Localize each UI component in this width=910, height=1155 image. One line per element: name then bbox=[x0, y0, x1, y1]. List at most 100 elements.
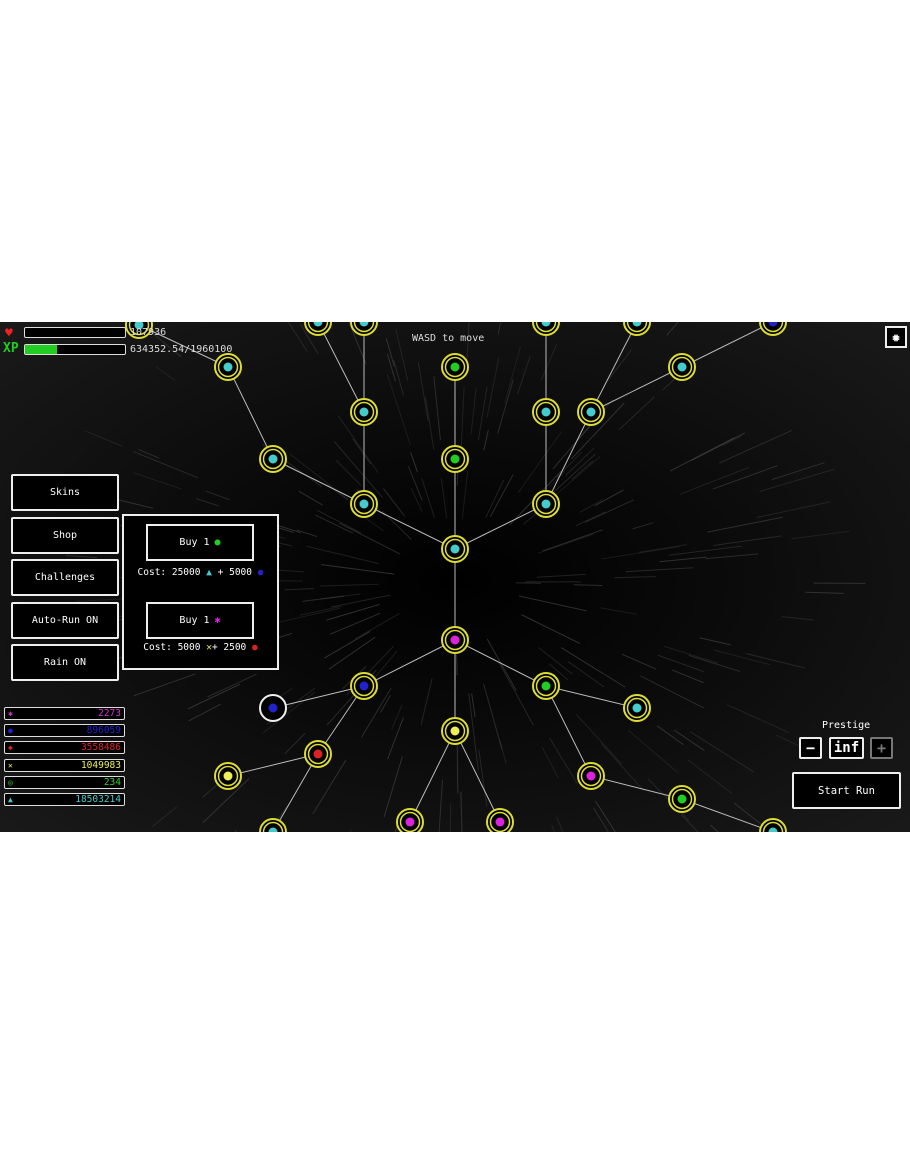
tree-edge bbox=[682, 322, 773, 367]
skill-node[interactable] bbox=[578, 763, 604, 789]
speed-streak bbox=[297, 530, 317, 537]
resource-counter: ▲18503214 bbox=[4, 793, 125, 806]
speed-streak bbox=[411, 488, 422, 511]
skill-node[interactable] bbox=[351, 322, 377, 335]
speed-streak bbox=[434, 376, 441, 440]
skill-node[interactable] bbox=[442, 627, 468, 653]
settings-button[interactable]: ✹ bbox=[885, 326, 907, 348]
move-hint: WASD to move bbox=[412, 333, 484, 344]
speed-streak bbox=[576, 714, 622, 764]
speed-streak bbox=[355, 613, 400, 639]
skill-node[interactable] bbox=[442, 718, 468, 744]
speed-streak bbox=[499, 662, 534, 725]
skill-node[interactable] bbox=[397, 809, 423, 832]
skill-icon bbox=[269, 455, 278, 464]
speed-streak bbox=[320, 584, 378, 586]
speed-streak bbox=[681, 815, 735, 832]
skill-node[interactable] bbox=[305, 322, 331, 335]
skill-node[interactable] bbox=[305, 741, 331, 767]
skill-icon bbox=[542, 408, 551, 417]
speed-streak bbox=[388, 717, 404, 759]
speed-streak bbox=[336, 460, 361, 486]
speed-streak bbox=[321, 594, 360, 599]
skill-node[interactable] bbox=[260, 695, 286, 721]
skill-node[interactable] bbox=[760, 819, 786, 832]
blob-icon: ● bbox=[8, 726, 13, 735]
triangle-icon: ▲ bbox=[8, 795, 13, 804]
speed-streak bbox=[549, 472, 565, 488]
tree-edge bbox=[273, 686, 364, 708]
speed-streak bbox=[782, 617, 814, 620]
speed-streak bbox=[283, 322, 307, 351]
challenges-button[interactable]: Challenges bbox=[11, 559, 119, 596]
prestige-increase-button[interactable]: + bbox=[870, 737, 893, 759]
skill-icon bbox=[360, 408, 369, 417]
rain-toggle[interactable]: Rain ON bbox=[11, 644, 119, 681]
speed-streak bbox=[313, 760, 346, 814]
buy-magenta-button[interactable]: Buy 1✱ bbox=[146, 602, 254, 639]
speed-streak bbox=[543, 530, 603, 551]
speed-streak bbox=[479, 750, 487, 807]
skins-button[interactable]: Skins bbox=[11, 474, 119, 511]
xp-bar bbox=[24, 344, 126, 355]
buy-green-button[interactable]: Buy 1● bbox=[146, 524, 254, 561]
skill-node[interactable] bbox=[533, 322, 559, 335]
heart-icon: ♥ bbox=[5, 326, 13, 341]
prestige-label: Prestige bbox=[822, 720, 870, 731]
speed-streak bbox=[155, 366, 174, 380]
skill-node[interactable] bbox=[351, 399, 377, 425]
speed-streak bbox=[188, 684, 240, 709]
speed-streak bbox=[421, 679, 432, 725]
skill-node[interactable] bbox=[442, 536, 468, 562]
start-run-button[interactable]: Start Run bbox=[792, 772, 901, 809]
xp-label: XP bbox=[3, 341, 19, 356]
speed-streak bbox=[285, 589, 314, 590]
speed-streak bbox=[299, 491, 323, 505]
speed-streak bbox=[384, 756, 402, 817]
speed-streak bbox=[133, 452, 198, 478]
skill-node[interactable] bbox=[533, 399, 559, 425]
skill-node[interactable] bbox=[351, 673, 377, 699]
speed-streak bbox=[600, 608, 637, 615]
skill-node[interactable] bbox=[669, 786, 695, 812]
speed-streak bbox=[394, 360, 404, 395]
speed-streak bbox=[425, 397, 433, 449]
skill-node[interactable] bbox=[215, 354, 241, 380]
skill-node[interactable] bbox=[442, 446, 468, 472]
speed-streak bbox=[619, 397, 655, 430]
speed-streak bbox=[484, 430, 488, 450]
skill-node[interactable] bbox=[260, 446, 286, 472]
speed-streak bbox=[342, 830, 351, 832]
resource-value: 896059 bbox=[87, 725, 121, 736]
skill-node[interactable] bbox=[624, 322, 650, 335]
skill-node[interactable] bbox=[624, 695, 650, 721]
speed-streak bbox=[340, 523, 400, 554]
xp-bar-fill bbox=[25, 345, 57, 354]
speed-streak bbox=[757, 502, 831, 518]
auto-run-toggle[interactable]: Auto-Run ON bbox=[11, 602, 119, 639]
gear-icon: ✹ bbox=[891, 328, 900, 346]
skill-node[interactable] bbox=[578, 399, 604, 425]
shop-button[interactable]: Shop bbox=[11, 517, 119, 554]
skill-icon bbox=[587, 408, 596, 417]
skill-node[interactable] bbox=[442, 354, 468, 380]
game-viewport[interactable]: ♥ 107936 XP 634352.54/1960100 WASD to mo… bbox=[0, 322, 910, 832]
skill-icon bbox=[451, 545, 460, 554]
prestige-decrease-button[interactable]: − bbox=[799, 737, 822, 759]
skill-icon bbox=[269, 704, 278, 713]
speed-streak bbox=[307, 546, 379, 563]
skill-node[interactable] bbox=[533, 673, 559, 699]
skill-node[interactable] bbox=[533, 491, 559, 517]
skill-node[interactable] bbox=[669, 354, 695, 380]
skill-icon bbox=[314, 750, 323, 759]
skill-node[interactable] bbox=[215, 763, 241, 789]
speed-streak bbox=[411, 452, 418, 472]
skill-node[interactable] bbox=[260, 819, 286, 832]
skill-icon bbox=[224, 363, 233, 372]
speed-streak bbox=[707, 517, 783, 532]
speed-streak bbox=[633, 523, 654, 529]
speed-streak bbox=[202, 783, 219, 797]
skill-node[interactable] bbox=[487, 809, 513, 832]
skill-node[interactable] bbox=[351, 491, 377, 517]
skill-node[interactable] bbox=[760, 322, 786, 335]
